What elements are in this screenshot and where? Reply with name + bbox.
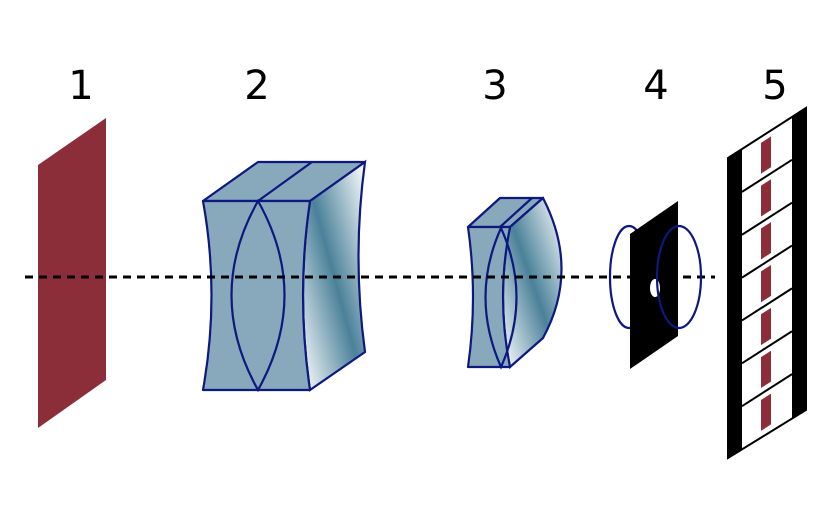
film-frame-divider — [741, 330, 793, 365]
label-2: 2 — [244, 63, 269, 109]
label-3: 3 — [482, 63, 507, 109]
film-edge-right — [792, 108, 806, 419]
film-frame-divider — [741, 244, 793, 279]
film-frame-image — [761, 265, 771, 303]
label-5: 5 — [762, 63, 787, 109]
label-1: 1 — [68, 63, 93, 109]
lens-small-front-face — [466, 225, 512, 369]
film-edge-left — [728, 149, 742, 458]
film-frame-image — [761, 222, 771, 260]
aperture-ring-right — [655, 224, 703, 330]
film-frame-image — [761, 136, 771, 174]
film-frame-divider — [741, 287, 793, 322]
film-frame-image — [761, 393, 771, 431]
film-frame-divider — [741, 158, 793, 193]
lens-group-small — [466, 196, 563, 370]
aperture-stop — [608, 201, 703, 369]
object-plate — [38, 118, 106, 428]
lens-small-convex-element — [484, 225, 518, 370]
lens-large-front-face — [201, 199, 312, 392]
film-frame-image — [761, 307, 771, 346]
film-frame-image — [761, 179, 771, 217]
label-4: 4 — [643, 63, 668, 109]
lens-large-convex-element — [230, 198, 286, 393]
film-frame-divider — [741, 373, 793, 408]
film-frame-divider — [741, 201, 793, 236]
film-strip — [727, 106, 807, 460]
film-frame-image — [761, 350, 771, 388]
